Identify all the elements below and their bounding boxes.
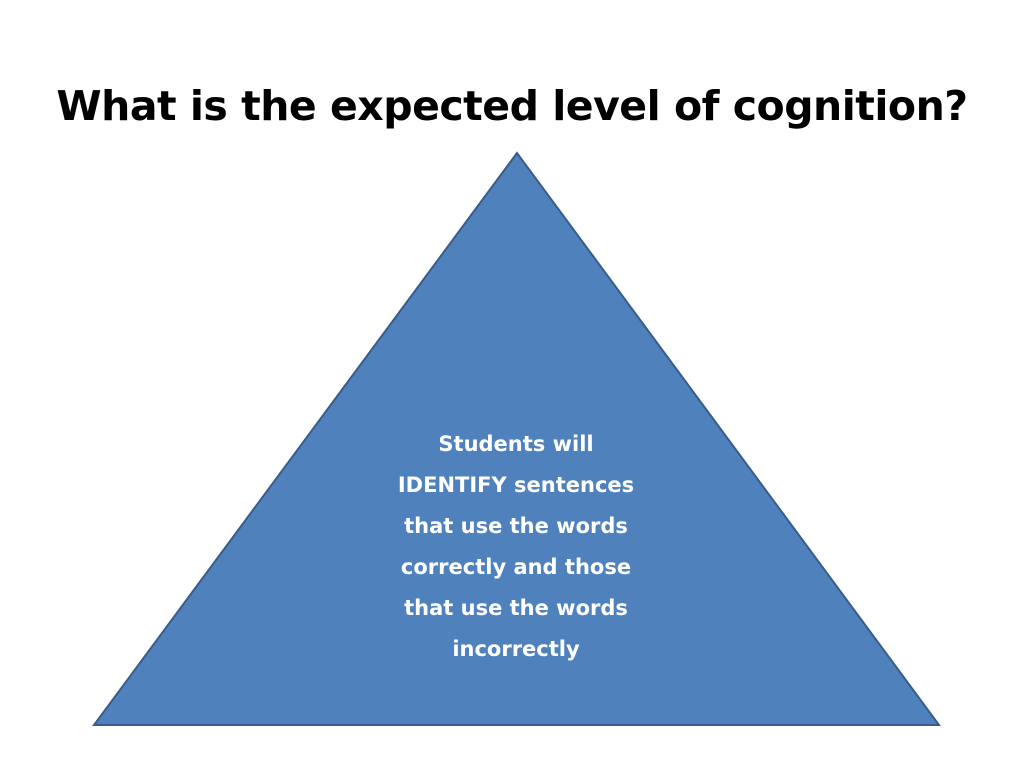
pyramid-text-line: Students will: [438, 432, 594, 456]
pyramid-triangle: [92, 151, 941, 726]
pyramid-text-line: correctly and those: [400, 555, 632, 579]
pyramid-text-line: IDENTIFY sentences: [397, 473, 635, 497]
pyramid-text: Students will IDENTIFY sentences that us…: [362, 424, 670, 670]
slide-title: What is the expected level of cognition?: [56, 82, 968, 130]
pyramid-text-line: that use the words: [404, 514, 628, 538]
pyramid-text-line: that use the words: [404, 596, 628, 620]
pyramid-text-line: incorrectly: [452, 637, 580, 661]
